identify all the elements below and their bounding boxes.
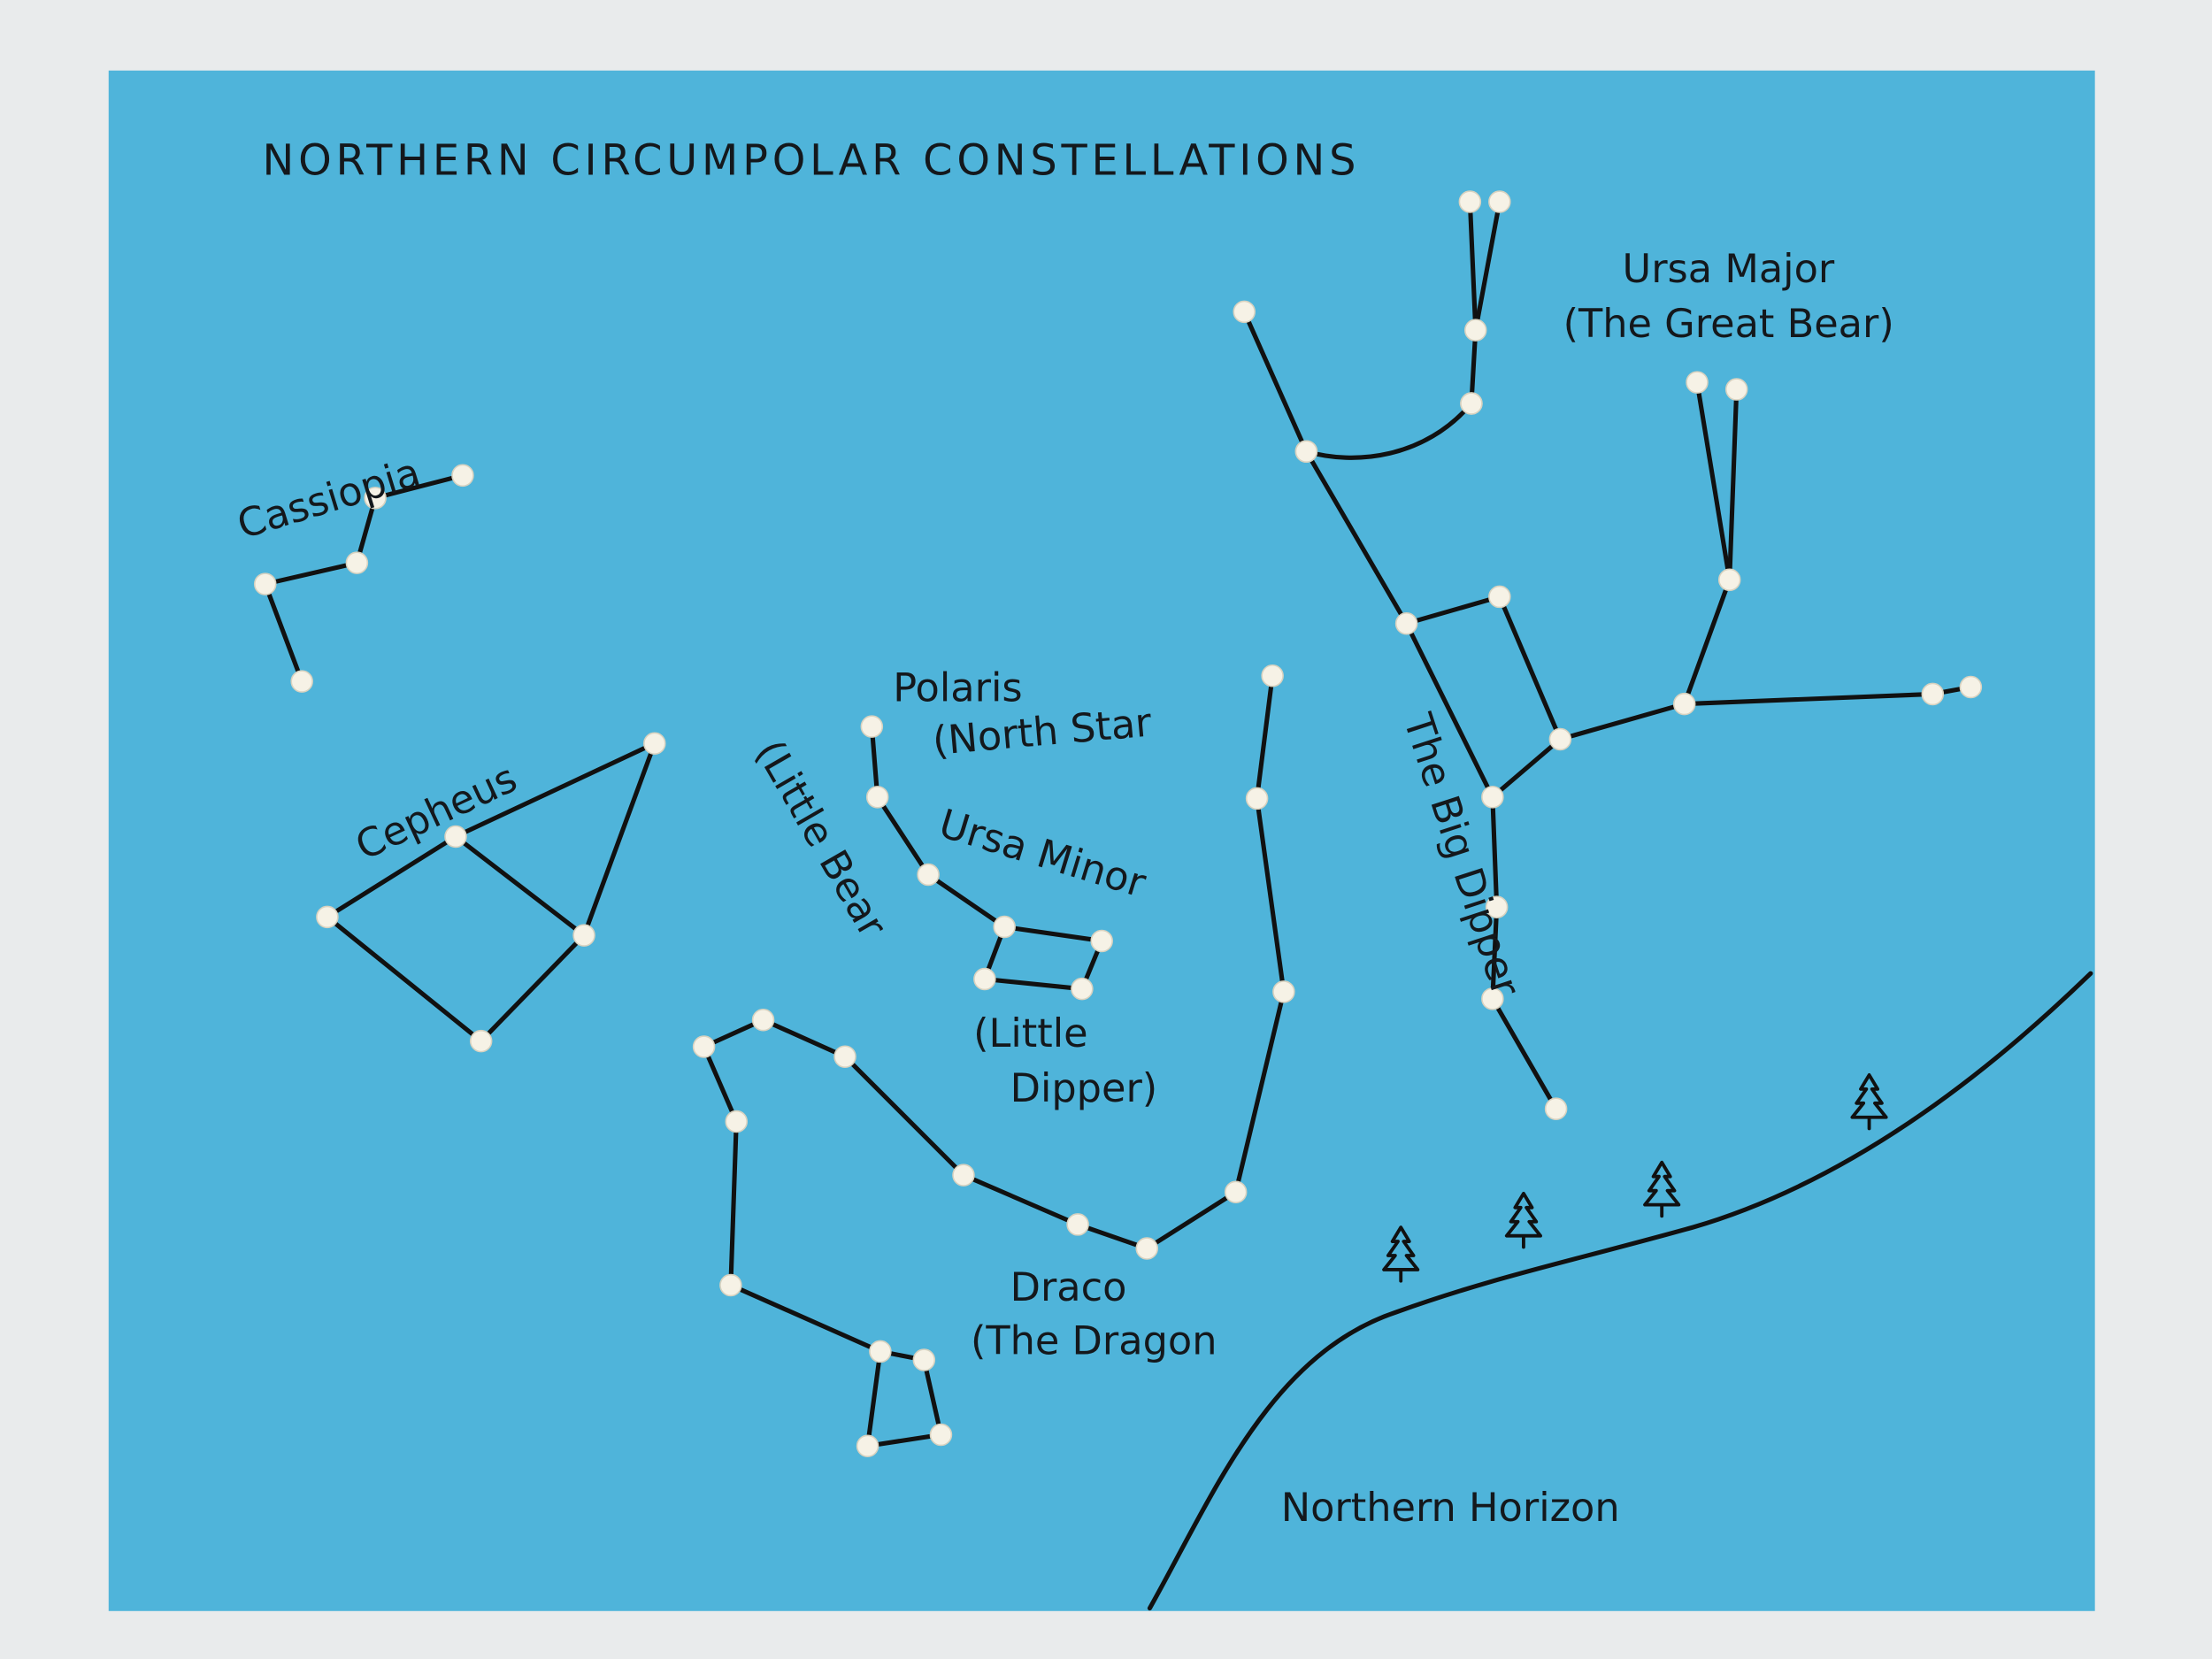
star-dot bbox=[1481, 987, 1504, 1010]
label-ursa-major: Ursa Major bbox=[1623, 246, 1835, 292]
star-dot bbox=[1488, 585, 1511, 609]
star-dot bbox=[1066, 1213, 1089, 1236]
star-dot bbox=[643, 732, 666, 755]
star-dot bbox=[952, 1164, 975, 1187]
star-dot bbox=[1686, 371, 1709, 394]
star-dot bbox=[1485, 895, 1509, 918]
star-dot bbox=[1224, 1180, 1248, 1204]
star-dot bbox=[1672, 692, 1696, 716]
label-draco: Draco bbox=[1010, 1264, 1127, 1310]
label-northern-horizon: Northern Horizon bbox=[1281, 1485, 1620, 1531]
label-little-dipper-2: Dipper) bbox=[1010, 1065, 1158, 1111]
star-dot bbox=[1135, 1237, 1158, 1260]
constellation-line bbox=[1473, 199, 1502, 333]
stars bbox=[253, 190, 1983, 1458]
star-dot bbox=[833, 1045, 856, 1068]
star-dot bbox=[860, 715, 884, 738]
trees bbox=[1382, 1073, 1888, 1283]
star-dot bbox=[1458, 190, 1482, 213]
horizon-line bbox=[1147, 971, 2093, 1611]
star-dot bbox=[451, 464, 474, 488]
star-dot bbox=[1463, 319, 1487, 342]
star-dot bbox=[290, 670, 313, 693]
star-dot bbox=[1233, 300, 1256, 324]
constellation-line bbox=[453, 833, 587, 938]
star-dot bbox=[1724, 378, 1748, 401]
star-dot bbox=[444, 825, 467, 849]
constellation-line bbox=[869, 724, 1104, 992]
tree-icon bbox=[1504, 1191, 1542, 1249]
star-dot bbox=[316, 905, 339, 929]
star-dot bbox=[253, 572, 277, 595]
star-dot bbox=[469, 1029, 493, 1053]
tree-icon bbox=[1850, 1073, 1888, 1131]
star-dot bbox=[973, 967, 996, 991]
star-dot bbox=[572, 924, 595, 947]
star-dot bbox=[1261, 664, 1284, 687]
constellation-line bbox=[1557, 684, 1973, 742]
constellation-line bbox=[1404, 594, 1563, 800]
star-dot bbox=[719, 1273, 742, 1297]
constellation-line bbox=[325, 741, 657, 1044]
star-dot bbox=[1921, 682, 1945, 706]
star-dot bbox=[1071, 977, 1094, 1001]
label-little-dipper-1: (Little bbox=[973, 1010, 1088, 1056]
poster-title: NORTHERN CIRCUMPOLAR CONSTELLATIONS bbox=[263, 137, 1361, 186]
star-dot bbox=[692, 1035, 716, 1058]
label-great-bear: (The Great Bear) bbox=[1563, 301, 1894, 347]
star-dot bbox=[993, 915, 1016, 939]
star-dot bbox=[1959, 675, 1983, 699]
star-dot bbox=[1544, 1097, 1568, 1120]
star-dot bbox=[856, 1434, 879, 1458]
star-dot bbox=[725, 1110, 749, 1133]
tree-icon bbox=[1643, 1160, 1681, 1218]
star-dot bbox=[751, 1008, 775, 1032]
constellation-line bbox=[1303, 401, 1474, 460]
star-dot bbox=[869, 1340, 892, 1363]
label-polaris: Polaris bbox=[893, 664, 1022, 710]
star-dot bbox=[912, 1348, 936, 1371]
star-dot bbox=[917, 863, 940, 887]
star-dot bbox=[1090, 929, 1113, 953]
star-dot bbox=[929, 1423, 953, 1447]
star-dot bbox=[1717, 568, 1741, 592]
star-dot bbox=[1394, 611, 1418, 635]
label-the-dragon: (The Dragon bbox=[971, 1318, 1217, 1364]
star-dot bbox=[1245, 787, 1269, 810]
star-dot bbox=[1460, 392, 1483, 415]
star-dot bbox=[364, 487, 387, 510]
star-dot bbox=[1488, 190, 1511, 213]
constellation-line bbox=[1727, 387, 1740, 582]
star-dot bbox=[865, 786, 889, 809]
tree-icon bbox=[1382, 1225, 1420, 1283]
star-dot bbox=[1548, 727, 1572, 751]
blue-paper bbox=[108, 70, 2095, 1611]
star-dot bbox=[1481, 786, 1504, 809]
star-dot bbox=[1294, 440, 1318, 463]
star-dot bbox=[345, 551, 369, 574]
star-dot bbox=[1272, 980, 1295, 1003]
